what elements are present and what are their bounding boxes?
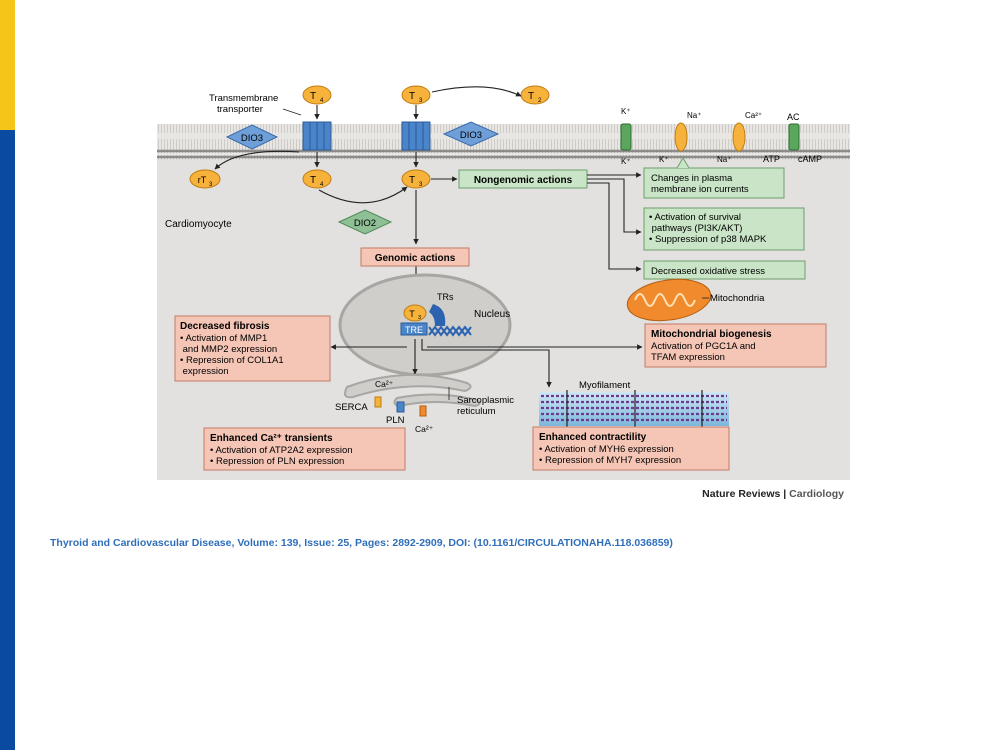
myofilament: Myofilament	[539, 380, 729, 428]
svg-text:DIO2: DIO2	[354, 218, 376, 229]
na-ca-exchanger: Ca²⁺ Na⁺	[717, 111, 762, 164]
t4-intracellular: T 4	[302, 169, 332, 189]
svg-text:3: 3	[419, 182, 423, 188]
svg-text:PLN: PLN	[386, 415, 405, 426]
svg-text:Ca²⁺: Ca²⁺	[745, 111, 762, 120]
t3-intracellular: T 3	[401, 169, 431, 189]
svg-text:Nucleus: Nucleus	[474, 309, 510, 320]
svg-text:TRs: TRs	[437, 292, 454, 302]
calcium-transients-box: Enhanced Ca²⁺ transients • Activation of…	[203, 427, 406, 471]
dio3-right-enzyme: DIO3	[442, 121, 500, 147]
svg-text:4: 4	[320, 182, 324, 188]
oxidative-stress-box: Decreased oxidative stress	[643, 260, 806, 280]
svg-text:• Activation of MMP1 and MMP2: • Activation of MMP1 and MMP2 expression…	[180, 333, 284, 377]
svg-text:Na⁺: Na⁺	[717, 155, 731, 164]
svg-text:Mitochondrial biogenesis: Mitochondrial biogenesis	[651, 329, 772, 340]
svg-text:K⁺: K⁺	[659, 155, 669, 164]
contractility-box: Enhanced contractility • Activation of M…	[532, 426, 730, 471]
t3-nuclear: T 3	[403, 304, 427, 322]
svg-text:Ca²⁺: Ca²⁺	[375, 379, 394, 389]
svg-text:3: 3	[419, 98, 423, 104]
svg-text:TRE: TRE	[405, 325, 423, 335]
transporter-left	[302, 121, 332, 151]
svg-text:Na⁺: Na⁺	[687, 111, 701, 120]
na-k-pump: Na⁺ K⁺	[659, 111, 701, 164]
nature-reviews-brand: Nature Reviews | Cardiology	[157, 480, 850, 502]
svg-text:cAMP: cAMP	[798, 154, 822, 164]
svg-text:T: T	[409, 175, 415, 186]
svg-text:Myofilament: Myofilament	[579, 380, 631, 391]
svg-text:• Activation of MYH6 expressio: • Activation of MYH6 expression• Repress…	[539, 444, 681, 466]
svg-text:DIO3: DIO3	[241, 133, 263, 144]
svg-text:2: 2	[538, 98, 542, 104]
blue-accent-bar	[0, 130, 15, 750]
svg-text:Decreased oxidative stress: Decreased oxidative stress	[651, 266, 765, 277]
trs-receptor: TRs	[429, 292, 454, 326]
tre-element: TRE	[400, 322, 472, 337]
svg-text:Ca²⁺: Ca²⁺	[415, 424, 434, 434]
mitochondrial-biogenesis-box: Mitochondrial biogenesis Activation of P…	[644, 323, 827, 368]
svg-text:4: 4	[320, 98, 324, 104]
yellow-accent-bar	[0, 0, 15, 130]
t4-extracellular: T 4	[302, 85, 332, 105]
svg-text:K⁺: K⁺	[621, 107, 631, 116]
svg-text:Genomic actions: Genomic actions	[375, 253, 456, 264]
genomic-actions-box: Genomic actions	[360, 247, 470, 267]
svg-text:3: 3	[418, 315, 421, 321]
cardiomyocyte-label: Cardiomyocyte	[165, 219, 232, 230]
dio3-left-enzyme: DIO3	[225, 124, 279, 150]
dio2-enzyme: DIO2	[337, 209, 393, 235]
t2-hormone: T 2	[520, 85, 550, 105]
survival-pathways-box: • Activation of survival pathways (PI3K/…	[643, 207, 805, 251]
t3-extracellular: T 3	[401, 85, 431, 105]
svg-text:AC: AC	[787, 112, 800, 122]
svg-text:T: T	[310, 175, 316, 186]
svg-text:ATP: ATP	[763, 154, 780, 164]
svg-text:K⁺: K⁺	[621, 157, 631, 166]
svg-text:T: T	[409, 309, 415, 319]
svg-text:T: T	[528, 91, 534, 102]
svg-text:T: T	[310, 91, 316, 102]
k-channel: K⁺ K⁺	[620, 107, 632, 166]
svg-text:DIO3: DIO3	[460, 130, 482, 141]
rt3-hormone: rT 3	[189, 169, 221, 189]
svg-text:Nature Reviews | Cardiology: Nature Reviews | Cardiology	[702, 488, 844, 500]
svg-text:T: T	[409, 91, 415, 102]
svg-text:Decreased fibrosis: Decreased fibrosis	[180, 321, 270, 332]
adenylyl-cyclase: AC ATP cAMP	[763, 112, 822, 164]
svg-text:Enhanced Ca²⁺ transients: Enhanced Ca²⁺ transients	[210, 433, 333, 444]
svg-text:Mitochondria: Mitochondria	[710, 293, 765, 304]
svg-text:SERCA: SERCA	[335, 402, 368, 413]
svg-text:Enhanced contractility: Enhanced contractility	[539, 432, 647, 443]
decreased-fibrosis-box: Decreased fibrosis • Activation of MMP1 …	[174, 315, 331, 382]
mitochondria-organelle: Mitochondria	[626, 278, 765, 322]
svg-text:Nongenomic actions: Nongenomic actions	[474, 175, 573, 186]
svg-text:• Activation of survival pat: • Activation of survival pathways (PI3K/…	[649, 212, 767, 245]
transporter-right	[401, 121, 431, 151]
figure-caption: Thyroid and Cardiovascular Disease, Volu…	[50, 537, 673, 549]
svg-text:3: 3	[209, 182, 213, 188]
svg-text:• Activation of ATP2A2 express: • Activation of ATP2A2 expression• Repre…	[210, 445, 353, 467]
svg-text:rT: rT	[198, 175, 207, 185]
nongenomic-actions-box: Nongenomic actions	[458, 169, 588, 189]
